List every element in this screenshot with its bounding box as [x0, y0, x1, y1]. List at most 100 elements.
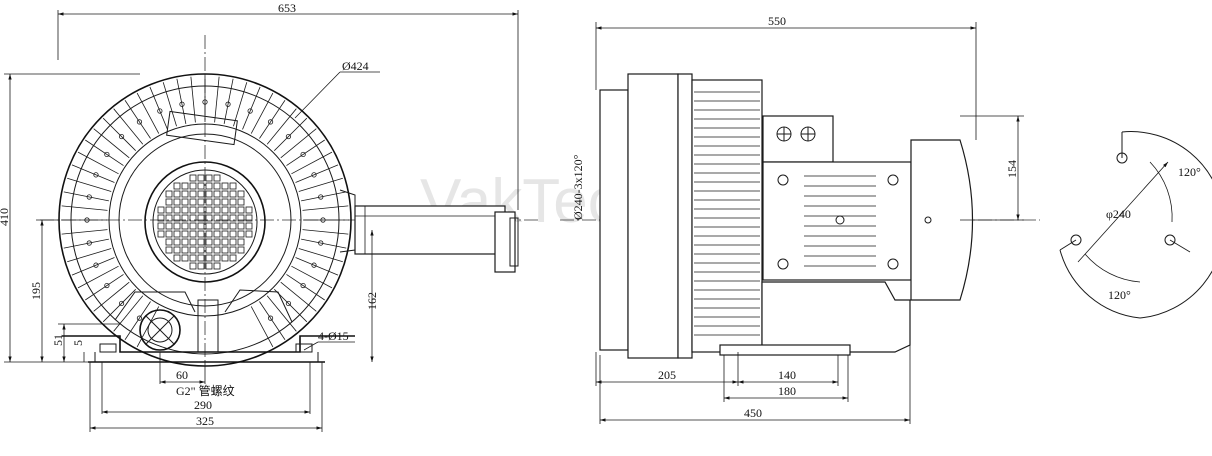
- fin-bolts: [84, 99, 326, 321]
- fin-line: [176, 78, 187, 124]
- fin-line: [298, 248, 343, 263]
- fin-line: [162, 82, 177, 127]
- housing-joint: [677, 73, 693, 359]
- grille-cell: [165, 206, 173, 214]
- grille-cell: [229, 198, 237, 206]
- flange-hole-left: [1070, 234, 1082, 246]
- fin-line: [214, 76, 220, 123]
- flange-angle-bottom: 120°: [1108, 288, 1131, 302]
- grille-cell: [189, 198, 197, 206]
- fin-line: [280, 128, 317, 159]
- grille-cell: [181, 230, 189, 238]
- grille-cell: [189, 230, 197, 238]
- fin-line: [124, 100, 151, 139]
- grille-cell: [189, 190, 197, 198]
- grille-cell: [189, 262, 197, 270]
- grille-cell: [173, 238, 181, 246]
- dim-foot-span: 290: [194, 398, 212, 412]
- fin-line: [71, 257, 115, 276]
- grille-cell: [157, 206, 165, 214]
- bolt-circle-leader: [1077, 161, 1169, 263]
- grille-cell: [221, 214, 229, 222]
- grille-cell: [221, 198, 229, 206]
- grille-cell: [237, 222, 245, 230]
- grille-cell: [181, 214, 189, 222]
- fin-line: [233, 82, 248, 127]
- grille-cell: [165, 214, 173, 222]
- fin-bolt: [267, 119, 274, 125]
- fin-line: [223, 78, 234, 124]
- flange-angle-top: 120°: [1178, 165, 1201, 179]
- grille-cell: [197, 262, 205, 270]
- fin-line: [61, 205, 108, 211]
- motor-fan-hood: [910, 139, 974, 301]
- grille-cell: [213, 246, 221, 254]
- fin-line: [259, 100, 286, 139]
- dim-foot-inner: 140: [778, 368, 796, 382]
- grille-cell: [173, 246, 181, 254]
- grille-cell: [229, 222, 237, 230]
- grille-cell: [181, 222, 189, 230]
- grille-cell: [237, 198, 245, 206]
- fin-line: [301, 191, 347, 202]
- outlet-pipe: [354, 205, 506, 255]
- dim-center-height: 195: [29, 282, 43, 300]
- dim-base-width: 325: [196, 414, 214, 428]
- fin-line: [242, 86, 261, 130]
- grille-cell: [189, 254, 197, 262]
- dim-motor-height: 154: [1005, 160, 1019, 178]
- drain-port: [197, 299, 219, 353]
- fin-line: [77, 265, 119, 289]
- motor-fan-cover: [144, 161, 266, 283]
- grille-cell: [237, 246, 245, 254]
- hub-ring: [118, 133, 292, 307]
- dim-inlet-offset: 205: [658, 368, 676, 382]
- grille-cell: [173, 206, 181, 214]
- fin-line: [93, 128, 130, 159]
- fin-line: [286, 274, 325, 301]
- fin-bolt: [318, 194, 324, 200]
- grille-cell: [205, 198, 213, 206]
- leader-impeller: [294, 71, 341, 119]
- grille-cell: [245, 230, 253, 238]
- fin-line: [113, 108, 144, 145]
- fin-line: [67, 177, 112, 192]
- grille-cell: [229, 214, 237, 222]
- grille-cell: [221, 254, 229, 262]
- fan-grille: [157, 174, 253, 270]
- fin-bolt: [104, 151, 110, 158]
- grille-cell: [221, 230, 229, 238]
- fin-line: [85, 139, 124, 166]
- grille-cell: [197, 238, 205, 246]
- fin-bolt: [86, 194, 92, 200]
- grille-cell: [173, 198, 181, 206]
- dim-impeller-dia: Ø424: [342, 59, 369, 73]
- dim-port-offset: 60: [176, 368, 188, 382]
- grille-cell: [205, 182, 213, 190]
- dim-height: 410: [0, 208, 11, 226]
- grille-cell: [205, 246, 213, 254]
- dim-foot-height: 51: [51, 334, 65, 346]
- grille-cell: [237, 214, 245, 222]
- fin-bolt: [300, 282, 306, 289]
- grille-cell: [229, 246, 237, 254]
- fin-line: [102, 289, 136, 323]
- mount-hole-right: [295, 343, 313, 353]
- fin-bolt: [179, 101, 185, 107]
- fin-line: [85, 274, 124, 301]
- fin-bolt: [320, 217, 326, 223]
- side-base-plate: [719, 344, 851, 356]
- grille-cell: [157, 222, 165, 230]
- fin-bolt: [311, 262, 317, 268]
- fin-line: [259, 301, 286, 340]
- grille-cell: [221, 238, 229, 246]
- grille-cell: [181, 206, 189, 214]
- fin-line: [61, 229, 108, 235]
- grille-cell: [165, 246, 173, 254]
- grille-cell: [181, 238, 189, 246]
- fin-line: [266, 108, 297, 145]
- dim-overall-width: 653: [278, 1, 296, 15]
- grille-cell: [229, 206, 237, 214]
- fin-line: [295, 164, 339, 183]
